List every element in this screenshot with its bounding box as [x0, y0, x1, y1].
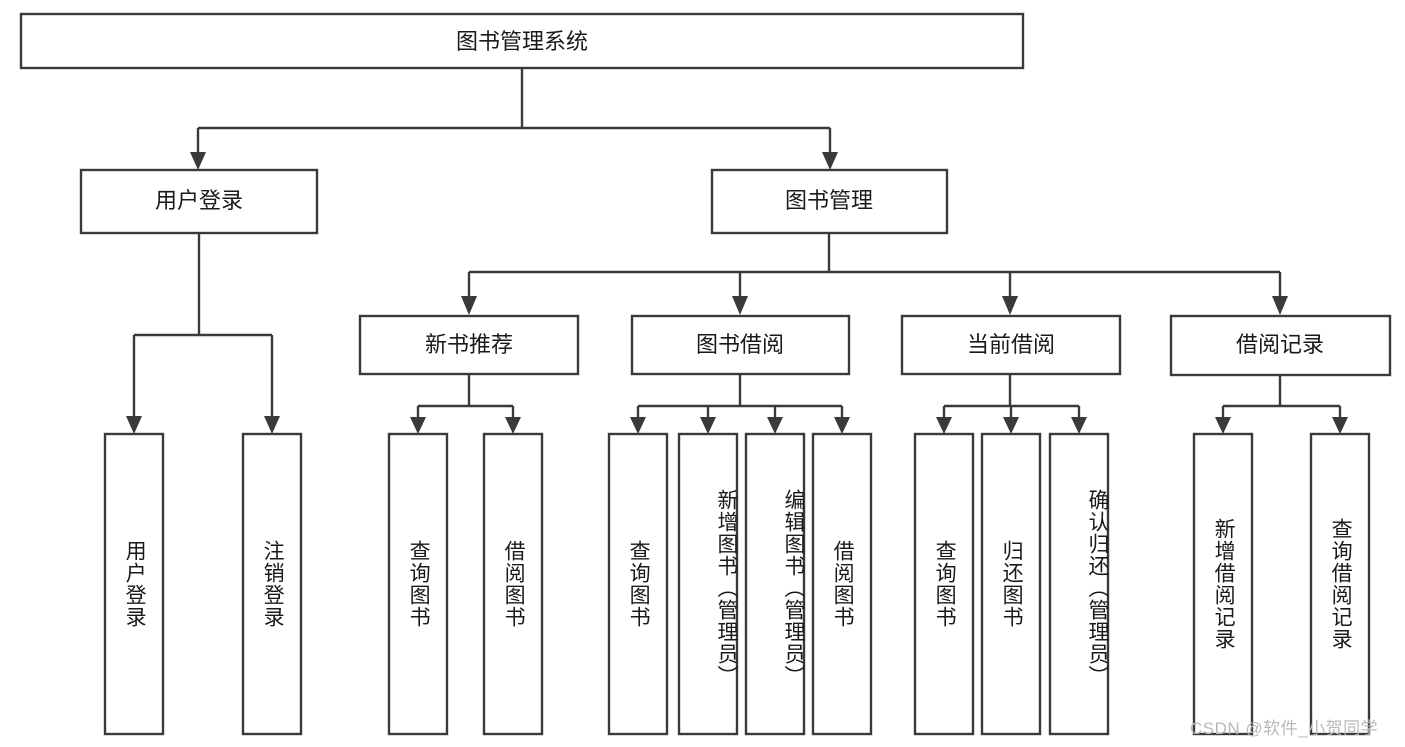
node-current-borrow[interactable]: 当前借阅: [900, 314, 1122, 376]
connector-userlogin-to-leaves: [126, 233, 280, 434]
node-borrow-record-label: 借阅记录: [1236, 332, 1324, 357]
connector-root-to-level2: [190, 68, 838, 170]
connector-current-to-leaves: [936, 374, 1087, 434]
node-user-login-label: 用户登录: [155, 188, 243, 213]
node-new-book-recommend-label: 新书推荐: [425, 332, 513, 357]
node-root-label: 图书管理系统: [456, 29, 588, 54]
leaf-node-query-book-2[interactable]: [607, 432, 669, 736]
connector-bookmgmt-to-level3: [461, 233, 1288, 315]
leaf-node-logout[interactable]: [241, 432, 303, 736]
connector-newbook-to-leaves: [410, 374, 521, 434]
leaf-node-query-book-3[interactable]: [913, 432, 975, 736]
leaf-node-borrow-book-2[interactable]: [811, 432, 873, 736]
leaf-node-user-login[interactable]: [103, 432, 165, 736]
node-book-management-label: 图书管理: [785, 188, 873, 213]
leaf-node-return-book[interactable]: [980, 432, 1042, 736]
leaf-node-query-record[interactable]: [1309, 432, 1371, 736]
leaf-node-borrow-book-1[interactable]: [482, 432, 544, 736]
node-borrow-record[interactable]: 借阅记录: [1169, 314, 1392, 377]
connector-borrow-to-leaves: [630, 374, 850, 434]
connector-record-to-leaves: [1215, 375, 1348, 434]
node-book-borrow-label: 图书借阅: [696, 332, 784, 357]
leaf-node-add-record[interactable]: [1192, 432, 1254, 736]
csdn-watermark: CSDN @软件_小贺同学: [1190, 719, 1379, 738]
leaf-node-add-book[interactable]: [677, 432, 739, 736]
node-user-login[interactable]: 用户登录: [79, 168, 319, 235]
node-current-borrow-label: 当前借阅: [967, 332, 1055, 357]
node-book-management[interactable]: 图书管理: [710, 168, 949, 235]
leaf-node-query-book-1[interactable]: [387, 432, 449, 736]
node-root-system[interactable]: 图书管理系统: [19, 12, 1025, 70]
leaf-node-confirm-return[interactable]: [1048, 432, 1110, 736]
node-book-borrow[interactable]: 图书借阅: [630, 314, 851, 376]
node-new-book-recommend[interactable]: 新书推荐: [358, 314, 580, 376]
leaf-node-edit-book[interactable]: [744, 432, 806, 736]
